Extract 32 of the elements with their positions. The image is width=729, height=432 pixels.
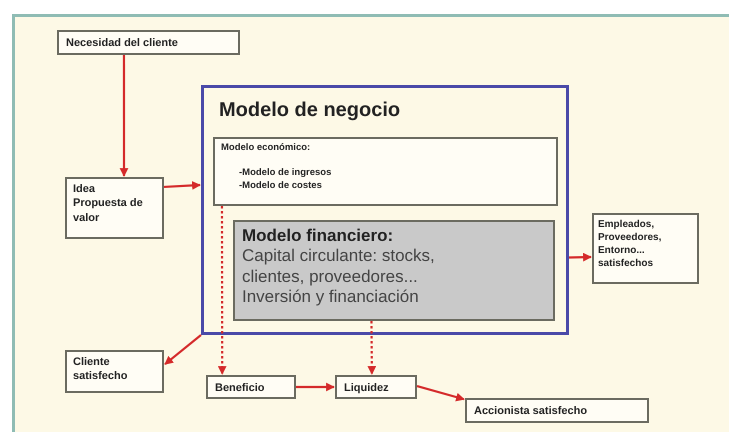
box-label: Liquidez	[344, 381, 390, 396]
arrow	[164, 334, 202, 366]
box-label: Inversión y financiación	[242, 287, 420, 308]
process-box	[65, 350, 164, 393]
process-box	[465, 398, 649, 423]
dotted-arrow	[218, 206, 227, 375]
box-label: Modelo de negocio	[219, 98, 402, 122]
box-label: -Modelo de ingresos	[239, 167, 332, 180]
group-box	[201, 85, 569, 335]
process-box	[57, 30, 240, 55]
box-label: Beneficio	[215, 381, 266, 396]
box-label: Idea Propuesta de valor	[73, 182, 143, 225]
box-label: Accionista satisfecho	[474, 404, 588, 418]
process-box	[592, 213, 699, 284]
process-box	[335, 375, 417, 399]
arrow	[568, 252, 592, 262]
process-box	[65, 177, 164, 239]
arrow	[120, 55, 128, 177]
arrow	[296, 382, 335, 392]
process-box	[206, 375, 296, 399]
process-box	[233, 220, 555, 321]
dotted-arrow	[367, 321, 376, 375]
box-label: -Modelo de costes	[239, 180, 323, 192]
arrow	[416, 384, 465, 402]
box-label: Empleados, Proveedores, Entorno... satisfechos	[598, 218, 662, 270]
arrow	[164, 181, 201, 190]
box-label: Capital circulante: stocks, clientes, proveedores...	[242, 246, 436, 288]
process-box	[213, 137, 558, 206]
box-heading: Modelo financiero:	[242, 226, 394, 246]
box-label: Necesidad del cliente	[66, 36, 179, 50]
box-heading: Modelo económico:	[221, 142, 312, 154]
box-label: Cliente satisfecho	[73, 355, 128, 384]
